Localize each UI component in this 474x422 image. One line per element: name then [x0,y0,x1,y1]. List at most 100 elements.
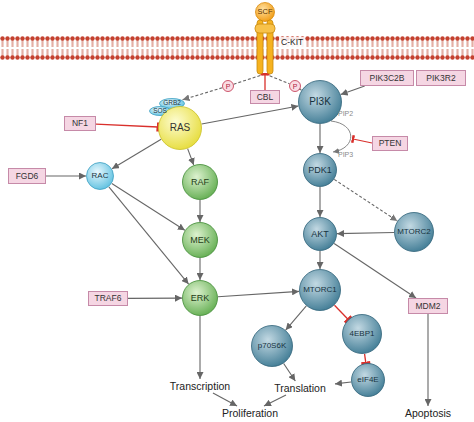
activation-connector [319,124,320,153]
node-label: MEK [190,236,210,245]
node-label: FGD6 [16,172,39,181]
activation-connector [265,74,289,84]
regulator-box: NF1 [64,116,96,131]
activation-connector [427,314,428,406]
kinase-circle: AKT [303,217,337,251]
node-label: RAC [92,172,109,180]
node-outline [87,163,114,190]
node-label: SOS [153,108,167,115]
receptor-symbol [255,20,275,74]
node-label: GRB2 [163,100,181,107]
regulator-box: MDM2 [408,298,448,314]
node-outline [183,281,218,316]
node-outline [304,154,337,187]
kinase-circle: 4EBP1 [342,314,382,354]
inhibition-line [353,139,372,143]
molecule-label: PIP3 [338,151,353,158]
node-outline [343,315,382,354]
node-label: eIF4E [357,376,378,384]
activation-connector [334,179,397,221]
node-label: NF1 [72,119,88,128]
node-outline [290,81,301,92]
node-outline [299,81,342,124]
activation-connector [334,243,416,298]
inhibition-connector [365,354,366,363]
node-label: PDK1 [308,166,332,175]
ligand-circle: SCF [255,2,275,22]
node-label: MTORC2 [397,228,431,236]
activation-connector [202,106,299,124]
node-label: 4EBP1 [350,330,375,338]
regulator-box: FGD6 [8,168,46,184]
outcome-text: Transcription [160,379,240,393]
node-label: Transcription [170,381,230,392]
activation-connector [300,89,301,91]
kinase-circle: ERK [182,280,218,316]
activation-connector [234,74,265,84]
kinase-circle: eIF4E [351,363,385,397]
node-label: CBL [257,93,274,102]
cell-membrane [0,36,474,60]
activation-connector [188,149,194,165]
node-outline [183,165,218,200]
node-outline [352,364,385,397]
node-outline [304,218,337,251]
regulator-box: PTEN [372,136,408,151]
node-label: P [293,83,298,90]
node-label: TRAF6 [95,294,122,303]
inhibition-connector [335,305,349,319]
activation-connector [183,88,223,100]
outcome-text: Proliferation [210,406,290,420]
kinase-circle: PDK1 [303,153,337,187]
node-label: AKT [311,230,329,239]
node-label: Translation [274,383,326,394]
node-label: RAF [191,178,209,187]
kinase-circle: MTORC2 [394,212,434,252]
node-label: PIK3R2 [426,74,455,83]
regulator-box: TRAF6 [88,291,128,306]
node-outline [256,3,275,22]
activation-connector [112,184,185,231]
node-label: SCF [258,8,273,16]
node-label: p70S6K [258,342,286,350]
activation-connector [199,316,200,379]
activation-connector [286,306,307,330]
node-outline [159,107,202,150]
node-label: ERK [191,294,210,303]
activation-connector [199,258,200,280]
regulator-box: CBL [250,90,280,104]
node-label: P [226,83,231,90]
node-outline [300,270,341,311]
activation-connector [109,187,189,284]
node-label: MTORC1 [303,286,337,294]
node-outline [395,213,434,252]
node-outline [183,223,218,258]
activation-connector [319,187,320,217]
node-label: Proliferation [222,408,278,419]
node-label: Apoptosis [405,408,451,419]
gtpase-circle: RAC [86,162,114,190]
activation-connector [218,291,299,296]
activation-connector [199,200,200,222]
activation-connector [264,395,286,406]
kinase-circle: MEK [182,222,218,258]
activation-connector [335,382,351,384]
kinase-circle: RAF [182,164,218,200]
conversion-arrow [331,121,351,152]
activation-connector [284,363,296,381]
inhibition-connector [264,74,265,90]
node-outline [223,81,234,92]
molecule-label: PIP2 [338,110,353,117]
activation-connector [319,251,320,269]
outcome-text: Apoptosis [395,406,461,420]
phospho-circle: P [222,80,234,92]
node-label: MDM2 [415,302,440,311]
node-label: RAS [170,123,191,133]
activation-connector [341,86,365,95]
kinase-circle: PI3K [298,80,342,124]
activation-connector [337,232,394,233]
